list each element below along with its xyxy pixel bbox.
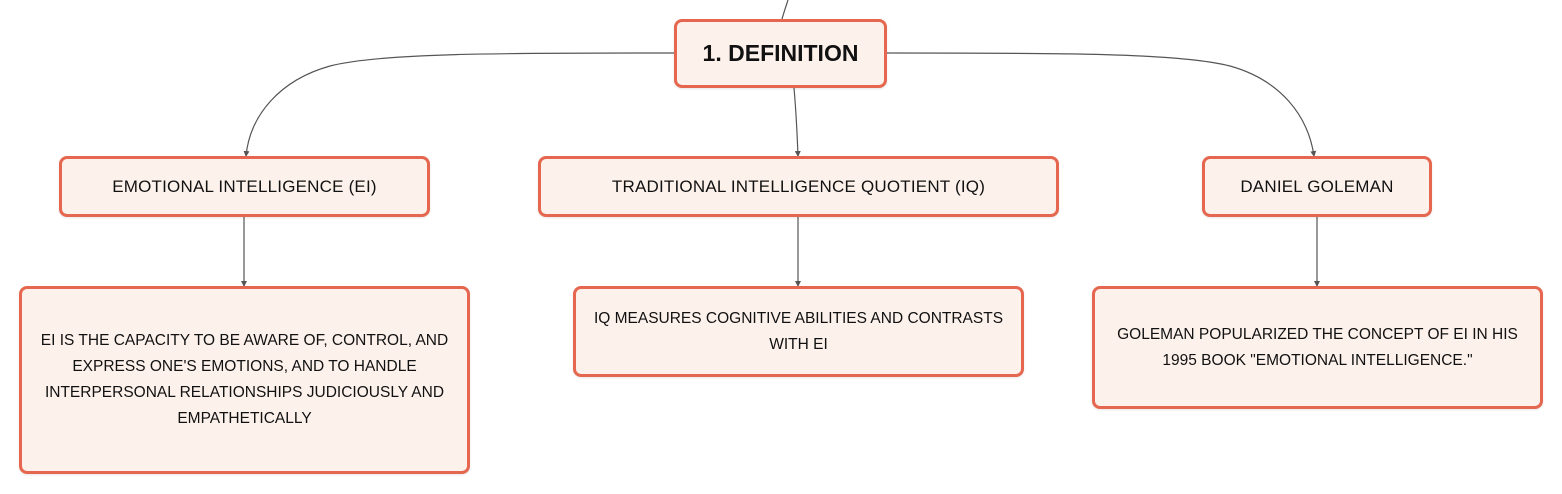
- topic-node-label: TRADITIONAL INTELLIGENCE QUOTIENT (IQ): [611, 176, 986, 196]
- topic-node-label: DANIEL GOLEMAN: [1240, 176, 1394, 196]
- detail-node-text: IQ MEASURES COGNITIVE ABILITIES AND CONT…: [593, 309, 1004, 353]
- root-node-definition[interactable]: 1. DEFINITION: [674, 19, 887, 88]
- topic-node-emotional-intelligence[interactable]: EMOTIONAL INTELLIGENCE (EI): [59, 156, 430, 217]
- connector-root-to-goleman: [886, 52, 1317, 157]
- connector-parent-to-root: [781, 0, 789, 20]
- detail-node-iq-definition[interactable]: IQ MEASURES COGNITIVE ABILITIES AND CONT…: [573, 286, 1024, 377]
- detail-node-goleman-book[interactable]: GOLEMAN POPULARIZED THE CONCEPT OF EI IN…: [1092, 286, 1543, 409]
- connector-root-to-iq: [793, 87, 801, 157]
- detail-node-text: GOLEMAN POPULARIZED THE CONCEPT OF EI IN…: [1117, 325, 1518, 369]
- detail-node-text: EI IS THE CAPACITY TO BE AWARE OF, CONTR…: [40, 332, 449, 427]
- root-node-label: 1. DEFINITION: [702, 40, 859, 66]
- connector-root-to-ei: [243, 52, 675, 157]
- topic-node-daniel-goleman[interactable]: DANIEL GOLEMAN: [1202, 156, 1432, 217]
- topic-node-traditional-iq[interactable]: TRADITIONAL INTELLIGENCE QUOTIENT (IQ): [538, 156, 1059, 217]
- topic-node-label: EMOTIONAL INTELLIGENCE (EI): [112, 176, 377, 196]
- detail-node-ei-definition[interactable]: EI IS THE CAPACITY TO BE AWARE OF, CONTR…: [19, 286, 470, 474]
